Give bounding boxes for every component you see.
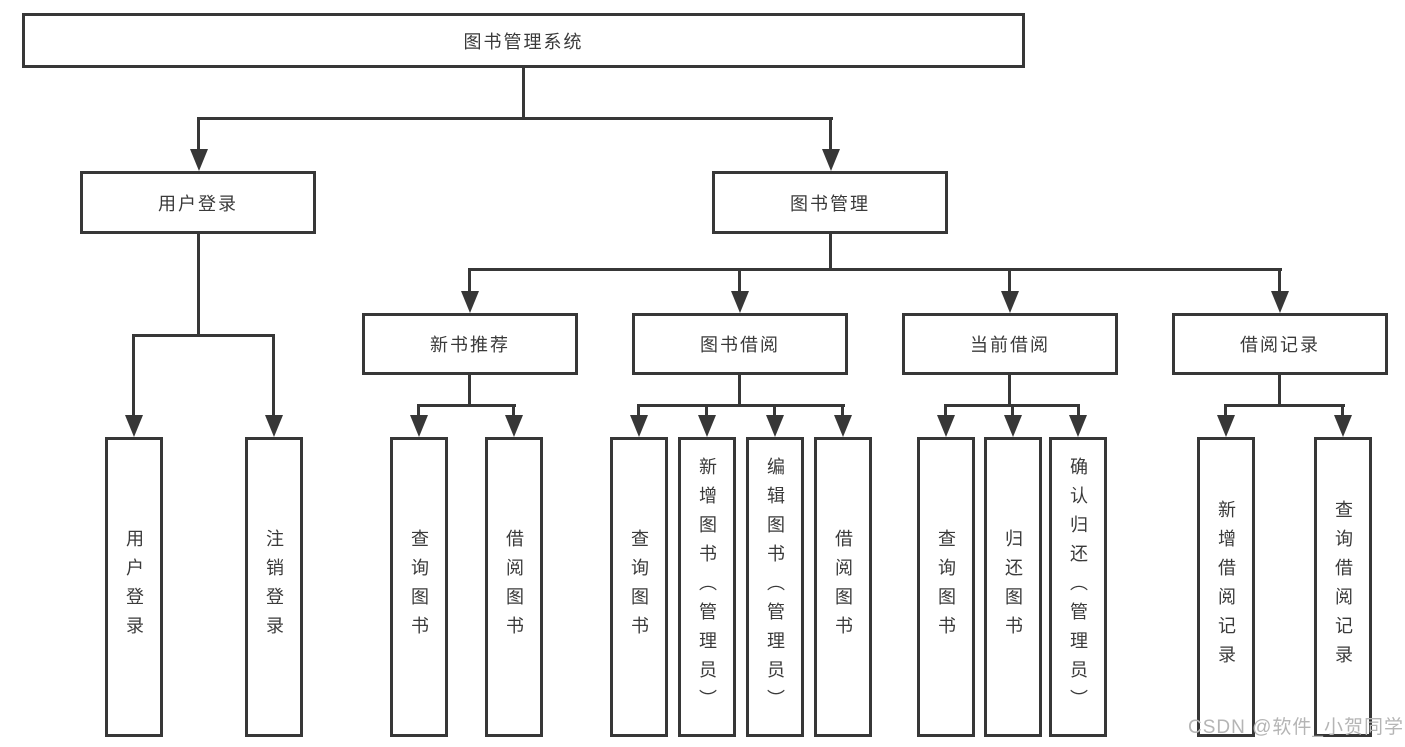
arrow-down-icon xyxy=(937,415,955,437)
connector-line xyxy=(1341,404,1344,418)
arrow-down-icon xyxy=(461,291,479,313)
arrow-down-icon xyxy=(1069,415,1087,437)
arrow-down-icon xyxy=(1271,291,1289,313)
connector-line xyxy=(1224,404,1227,418)
node-user-login-label: 用户登录 xyxy=(158,193,238,214)
arrow-down-icon xyxy=(265,415,283,437)
connector-line xyxy=(1278,268,1281,294)
leaf-records-query-record-label: 查询借阅记录 xyxy=(1333,500,1353,674)
arrow-down-icon xyxy=(822,149,840,171)
connector-line xyxy=(132,334,135,418)
arrow-down-icon xyxy=(766,415,784,437)
leaf-current-confirm-return-admin-label: 确认归还（管理员） xyxy=(1068,456,1088,718)
connector-line xyxy=(197,234,200,337)
leaf-current-query-books-label: 查询图书 xyxy=(936,529,956,645)
connector-line xyxy=(197,117,833,120)
connector-line xyxy=(1011,404,1014,418)
connector-line xyxy=(944,404,947,418)
leaf-records-query-record: 查询借阅记录 xyxy=(1314,437,1372,737)
connector-line xyxy=(417,404,420,418)
leaf-borrow-borrow-books: 借阅图书 xyxy=(814,437,872,737)
connector-line xyxy=(773,404,776,418)
connector-line xyxy=(1008,268,1011,294)
node-new-book-recommend: 新书推荐 xyxy=(362,313,578,375)
node-root-label: 图书管理系统 xyxy=(463,31,584,52)
node-borrow-records: 借阅记录 xyxy=(1172,313,1388,375)
connector-line xyxy=(468,268,471,294)
node-root: 图书管理系统 xyxy=(22,13,1025,68)
leaf-user-login-label: 用户登录 xyxy=(124,529,144,645)
arrow-down-icon xyxy=(1004,415,1022,437)
arrow-down-icon xyxy=(410,415,428,437)
leaf-logout-label: 注销登录 xyxy=(264,529,284,645)
node-book-management: 图书管理 xyxy=(712,171,948,234)
node-current-borrow-label: 当前借阅 xyxy=(970,335,1050,355)
connector-line xyxy=(468,268,1282,271)
leaf-current-return-books-label: 归还图书 xyxy=(1003,529,1023,645)
connector-line xyxy=(512,404,515,418)
leaf-borrow-edit-books-admin-label: 编辑图书（管理员） xyxy=(765,456,785,718)
leaf-borrow-query-books: 查询图书 xyxy=(610,437,668,737)
arrow-down-icon xyxy=(1001,291,1019,313)
connector-line xyxy=(829,117,832,152)
connector-line xyxy=(705,404,708,418)
csdn-watermark: CSDN @软件_小贺同学 xyxy=(1188,717,1404,738)
node-user-login: 用户登录 xyxy=(80,171,316,234)
node-current-borrow: 当前借阅 xyxy=(902,313,1118,375)
arrow-down-icon xyxy=(834,415,852,437)
connector-line xyxy=(522,68,525,119)
leaf-borrow-add-books-admin: 新增图书（管理员） xyxy=(678,437,736,737)
leaf-borrow-add-books-admin-label: 新增图书（管理员） xyxy=(697,456,717,718)
arrow-down-icon xyxy=(125,415,143,437)
arrow-down-icon xyxy=(1334,415,1352,437)
node-book-borrow-label: 图书借阅 xyxy=(700,335,780,355)
connector-line xyxy=(197,117,200,152)
leaf-records-add-record-label: 新增借阅记录 xyxy=(1216,500,1236,674)
node-borrow-records-label: 借阅记录 xyxy=(1240,335,1320,355)
connector-line xyxy=(1008,375,1011,407)
connector-line xyxy=(637,404,640,418)
leaf-current-confirm-return-admin: 确认归还（管理员） xyxy=(1049,437,1107,737)
leaf-recommend-query-books-label: 查询图书 xyxy=(409,529,429,645)
leaf-borrow-borrow-books-label: 借阅图书 xyxy=(833,529,853,645)
connector-line xyxy=(841,404,844,418)
connector-line xyxy=(738,375,741,407)
connector-line xyxy=(1224,404,1345,407)
connector-line xyxy=(637,404,845,407)
arrow-down-icon xyxy=(731,291,749,313)
arrow-down-icon xyxy=(1217,415,1235,437)
connector-line xyxy=(829,234,832,271)
connector-line xyxy=(1278,375,1281,407)
leaf-records-add-record: 新增借阅记录 xyxy=(1197,437,1255,737)
leaf-borrow-edit-books-admin: 编辑图书（管理员） xyxy=(746,437,804,737)
leaf-recommend-borrow-books: 借阅图书 xyxy=(485,437,543,737)
node-book-borrow: 图书借阅 xyxy=(632,313,848,375)
connector-line xyxy=(468,375,471,407)
leaf-recommend-query-books: 查询图书 xyxy=(390,437,448,737)
arrow-down-icon xyxy=(505,415,523,437)
connector-line xyxy=(272,334,275,418)
leaf-borrow-query-books-label: 查询图书 xyxy=(629,529,649,645)
leaf-current-query-books: 查询图书 xyxy=(917,437,975,737)
leaf-logout: 注销登录 xyxy=(245,437,303,737)
connector-line xyxy=(132,334,275,337)
node-book-management-label: 图书管理 xyxy=(790,193,870,214)
arrow-down-icon xyxy=(630,415,648,437)
node-new-book-recommend-label: 新书推荐 xyxy=(430,335,510,355)
leaf-user-login: 用户登录 xyxy=(105,437,163,737)
leaf-recommend-borrow-books-label: 借阅图书 xyxy=(504,529,524,645)
arrow-down-icon xyxy=(698,415,716,437)
connector-line xyxy=(1077,404,1080,418)
arrow-down-icon xyxy=(190,149,208,171)
leaf-current-return-books: 归还图书 xyxy=(984,437,1042,737)
connector-line xyxy=(417,404,516,407)
connector-line xyxy=(738,268,741,294)
